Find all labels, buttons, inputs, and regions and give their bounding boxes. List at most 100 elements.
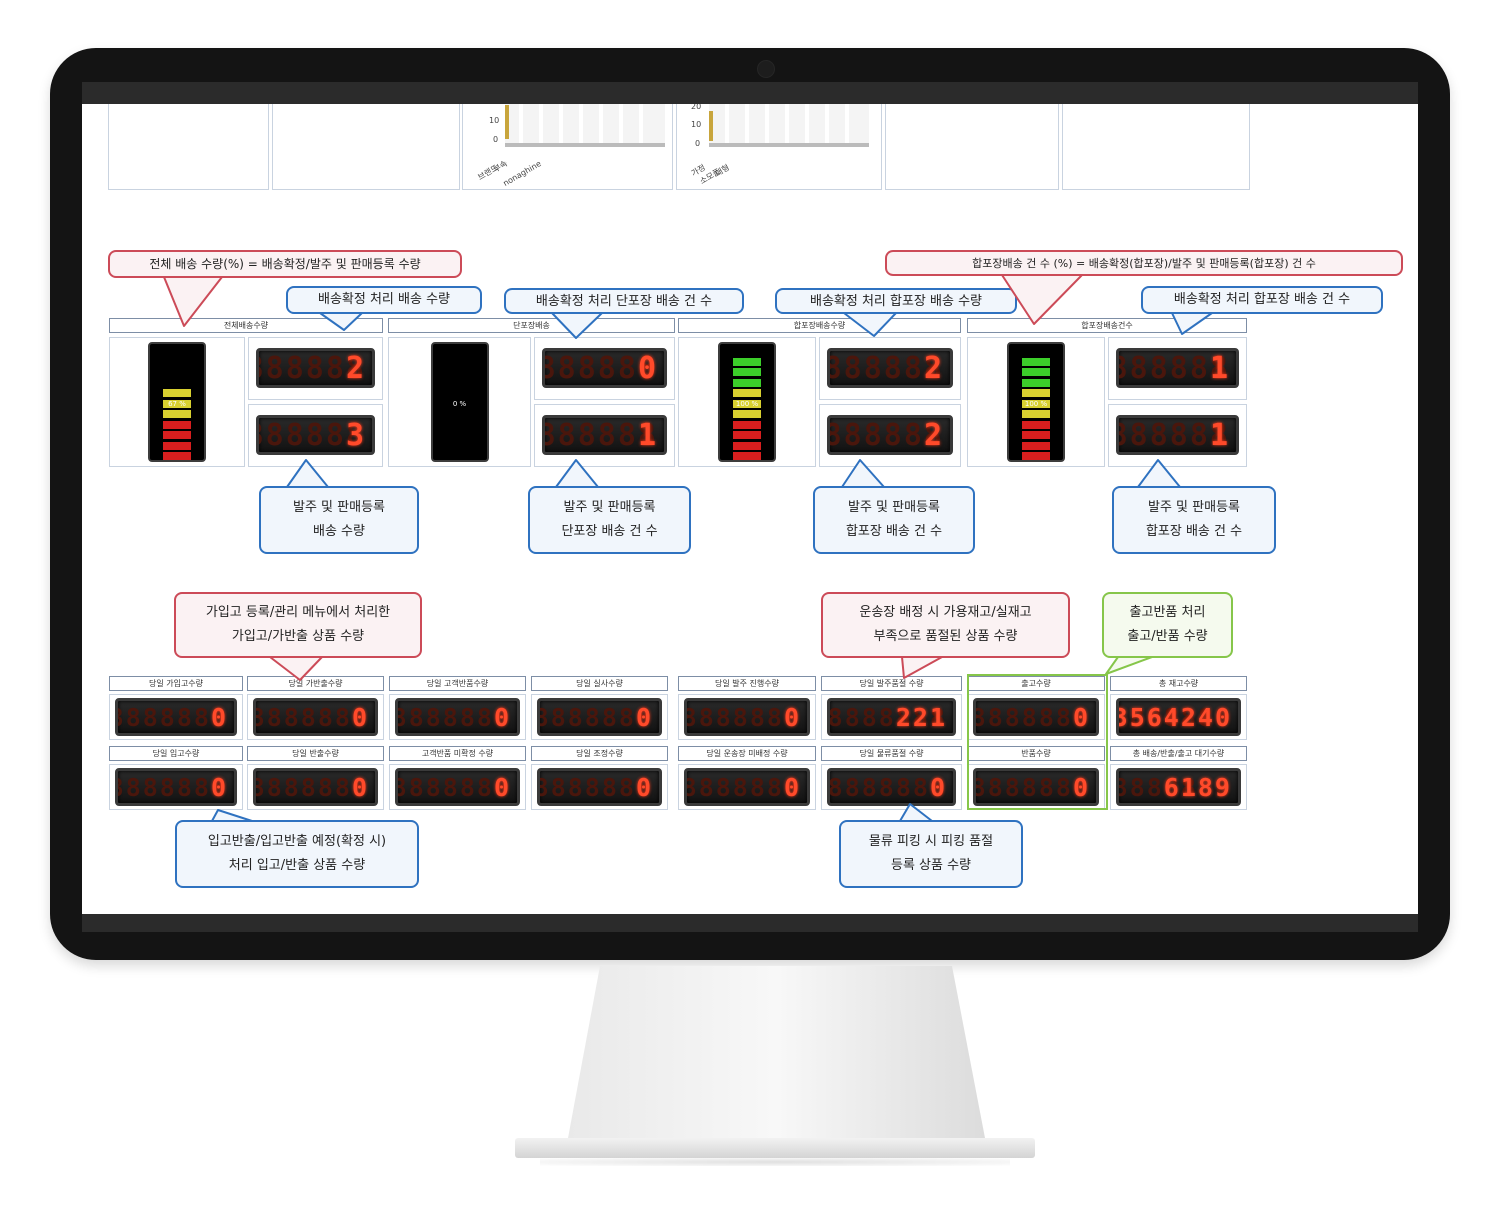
gauge-segment [1022,410,1050,418]
outbound-return-highlight [967,674,1108,810]
led-unlit-digits: 8888888 [395,772,511,802]
delivery-gauge: 100 % [718,342,776,462]
callout-line: 합포장 배송 건 수 [1145,524,1243,539]
counter-label: 당일 운송장 미배정 수량 [678,746,816,761]
led-value: 1 [1209,417,1230,453]
led-value: 221 [895,702,947,732]
callout-order-combined-count-a: 발주 및 판매등록 합포장 배송 건 수 [813,486,975,554]
callout-confirmed-delivery-qty: 배송확정 처리 배송 수량 [286,286,482,314]
delivery-gauge: 0 % [430,342,489,462]
chart-panel-1 [108,104,269,190]
gauge-segment [733,431,761,439]
delivery-gauge: 100 % [1007,342,1065,462]
gauge-percent-label: 100 % [1024,400,1048,408]
led-value: 3564240 [1116,702,1232,732]
callout-in-out-return: 입고반출/입고반출 예정(확정 시) 처리 입고/반출 상품 수량 [175,820,419,888]
led-unlit-digits: 8888888 [1116,702,1232,732]
bar [505,105,509,139]
gauge-segment [733,410,761,418]
led-value: 2 [345,350,366,386]
chart-panel-2 [272,104,460,190]
gauge-segment [733,378,761,387]
chart-panel-6 [1062,104,1250,190]
led-unlit-digits: 888888 [827,417,944,453]
led-unlit-digits: 8888888 [115,772,228,802]
screen-top-bar [82,82,1418,104]
callout-order-delivery-qty: 발주 및 판매등록 배송 수량 [259,486,419,554]
led-value: 1 [637,417,658,453]
screen-bottom-bar [82,914,1418,932]
camera-icon [757,60,775,78]
led-value: 0 [210,772,228,802]
callout-confirmed-single-count: 배송확정 처리 단포장 배송 건 수 [504,288,744,314]
callout-line: 합포장 배송 건 수 [845,524,943,539]
chart-panel-4: 20 10 0 가정 소모품 대형 [676,104,882,190]
callout-picking-soldout: 물류 피킹 시 피킹 품절 등록 상품 수량 [839,820,1023,888]
callout-confirmed-combined-qty: 배송확정 처리 합포장 배송 수량 [775,288,1017,314]
gauge-segment [163,410,191,418]
chart-panel-3: 10 0 브랜드 부속 nonaghine [462,104,673,190]
led-value: 0 [351,702,369,732]
counter-label: 당일 발주 진행수량 [678,676,816,691]
counter-label: 당일 가입고수량 [109,676,243,691]
led-unlit-digits: 8888888 [684,772,801,802]
gauge-segment [1022,357,1050,366]
gauge-segment [163,399,191,408]
callout-combined-package-formula: 합포장배송 건 수 (%) = 배송확정(합포장)/발주 및 판매등록(합포장)… [885,250,1403,276]
callout-line: 발주 및 판매등록 [848,500,940,515]
led-value: 0 [210,702,228,732]
callout-pointers [163,274,1213,822]
led-unlit-digits: 8888888 [827,772,947,802]
led-value: 0 [783,772,801,802]
counter-label: 당일 물류품절 수량 [821,746,962,761]
bar [709,111,713,141]
delivery-gauge: 67 % [148,342,206,462]
led-unlit-digits: 888888 [1116,350,1230,386]
led-unlit-digits: 8888888 [973,702,1090,732]
gauge-segment [1022,378,1050,387]
callout-line: 등록 상품 수량 [890,858,972,873]
callout-line: 가입고 등록/관리 메뉴에서 처리한 [205,605,391,620]
mini-bar-chart-right [709,104,869,147]
section-header: 전체배송수량 [109,318,383,333]
gauge-segment [163,420,191,429]
led-unlit-digits: 888888 [542,417,658,453]
tick-label: 10 [489,116,500,125]
gauge-segment [1022,420,1050,429]
led-unlit-digits: 8888888 [253,702,369,732]
gauge-segment [733,452,761,460]
counter-label: 당일 고객반품수량 [389,676,526,691]
callout-line: 배송 수량 [313,524,365,539]
callout-line: 부족으로 품절된 상품 수량 [873,629,1018,644]
led-unlit-digits: 888888 [1116,417,1230,453]
callout-order-combined-count-b: 발주 및 판매등록 합포장 배송 건 수 [1112,486,1276,554]
chart-panel-5 [885,104,1059,190]
tick-label: 20 [691,104,702,111]
section-header: 합포장배송수량 [678,318,961,333]
tick-label: 10 [691,120,702,129]
mini-bar-chart-left [505,104,665,147]
led-unlit-digits: 888888 [256,417,366,453]
gauge-segment [163,389,191,397]
callout-waybill-soldout: 운송장 배정 시 가용재고/실재고 부족으로 품절된 상품 수량 [821,592,1070,658]
gauge-segment [733,368,761,376]
callout-line: 물류 피킹 시 피킹 품절 [868,834,994,849]
callout-line: 처리 입고/반출 상품 수량 [228,858,366,873]
callout-line: 가입고/가반출 상품 수량 [231,629,365,644]
counter-label: 총 재고수량 [1110,676,1247,691]
gauge-segment [163,441,191,450]
